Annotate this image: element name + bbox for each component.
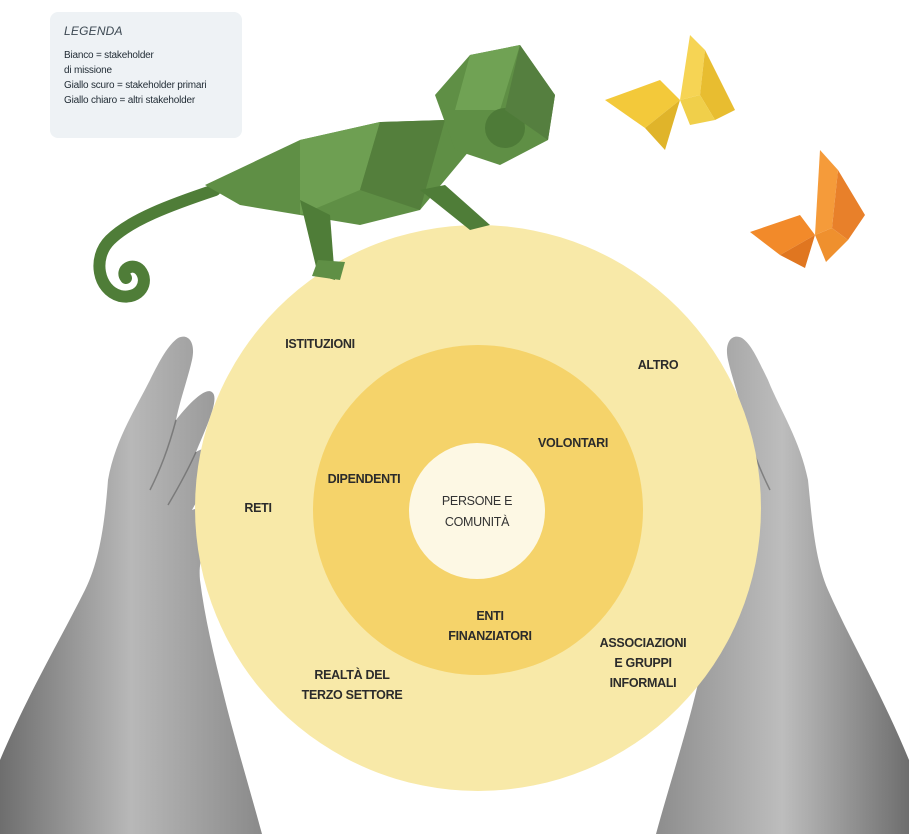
legend-box: LEGENDA Bianco = stakeholder di missione…: [50, 12, 242, 138]
legend-line: di missione: [64, 65, 112, 76]
label-realta-terzo-settore: REALTÀ DEL TERZO SETTORE: [301, 668, 403, 702]
legend-line: Giallo chiaro = altri stakeholder: [64, 95, 195, 106]
inner-circle: [409, 443, 545, 579]
label-associazioni: ASSOCIAZIONI E GRUPPI INFORMALI: [599, 636, 687, 690]
chameleon-origami-icon: [93, 45, 555, 303]
label-reti: RETI: [244, 501, 272, 515]
label-enti-finanziatori: ENTI FINANZIATORI: [448, 609, 532, 643]
label-volontari: VOLONTARI: [538, 436, 608, 450]
label-istituzioni: ISTITUZIONI: [285, 337, 355, 351]
label-dipendenti: DIPENDENTI: [327, 472, 401, 486]
legend-line: Bianco = stakeholder: [64, 50, 154, 61]
butterfly-orange-icon: [750, 150, 865, 268]
legend-title: LEGENDA: [64, 24, 123, 38]
butterfly-yellow-icon: [605, 35, 735, 150]
label-persone-comunita: PERSONE E COMUNITÀ: [441, 494, 513, 529]
legend-line: Giallo scuro = stakeholder primari: [64, 80, 207, 91]
left-hand-icon: [0, 336, 262, 834]
label-altro: ALTRO: [637, 358, 679, 372]
